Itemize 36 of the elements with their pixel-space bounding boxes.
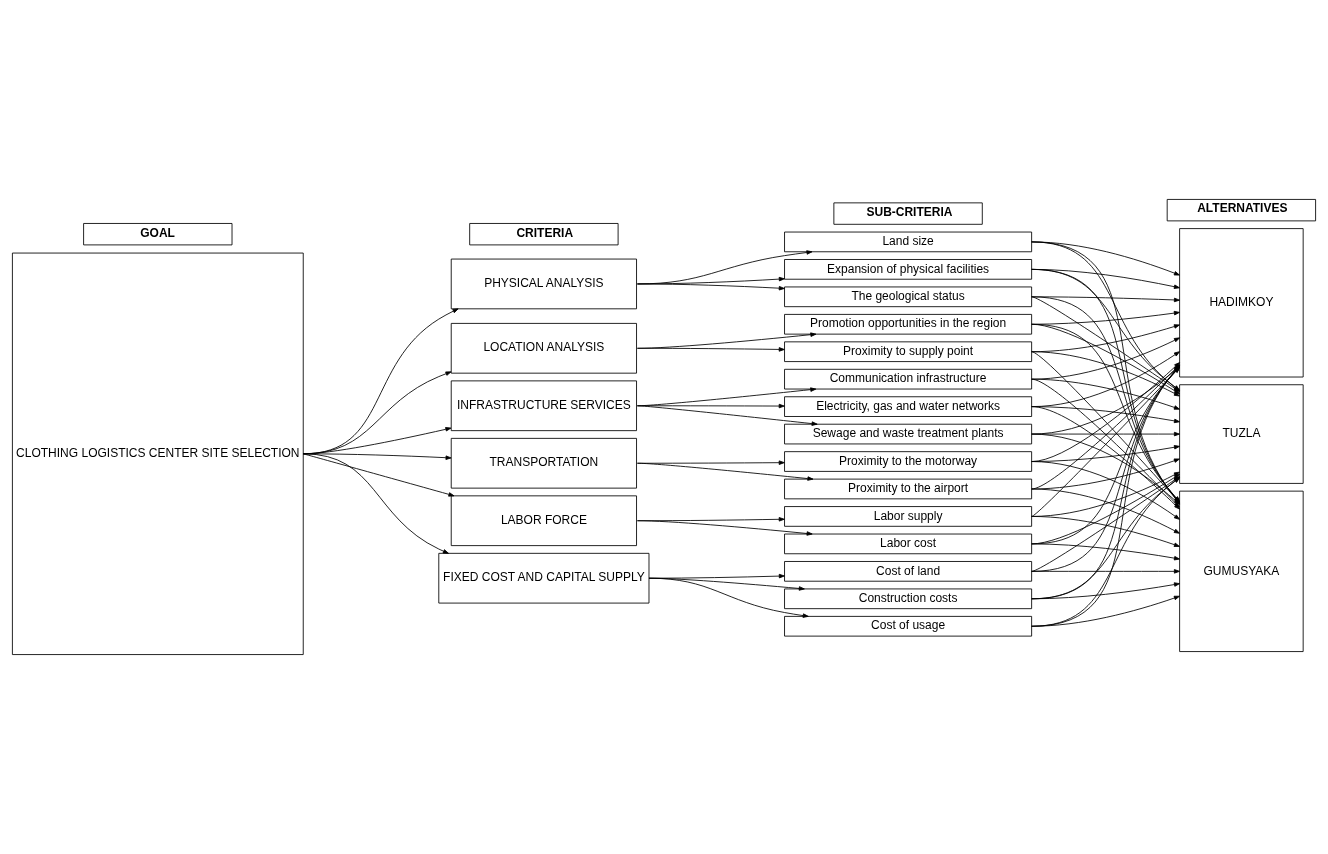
node-box: FIXED COST AND CAPITAL SUPPLY <box>438 552 650 604</box>
node-box: GOAL <box>83 223 233 246</box>
arrow <box>1031 431 1180 437</box>
node-box: GUMUSYAKA <box>1179 490 1304 652</box>
node-box: HADIMKOY <box>1179 228 1304 378</box>
node-box: ALTERNATIVES <box>1166 199 1317 222</box>
arrow <box>302 453 455 497</box>
node-box: SUB-CRITERIA <box>833 202 983 225</box>
node-box: Expansion of physical facilities <box>784 259 1033 280</box>
node-box: Labor supply <box>784 506 1033 527</box>
node-box: Electricity, gas and water networks <box>784 396 1033 417</box>
arrow <box>1031 595 1180 627</box>
node-box: PHYSICAL ANALYSIS <box>450 258 637 310</box>
node-box: TUZLA <box>1179 384 1304 484</box>
arrow <box>636 405 818 426</box>
arrow <box>1031 516 1180 547</box>
node-box: Cost of land <box>784 561 1033 582</box>
node-box: LOCATION ANALYSIS <box>450 322 637 374</box>
arrow <box>636 283 785 291</box>
node-box: Proximity to the motorway <box>784 451 1033 472</box>
arrow <box>636 347 785 352</box>
node-box: CRITERIA <box>469 223 619 246</box>
arrow <box>1031 569 1180 574</box>
node-box: The geological status <box>784 286 1033 308</box>
arrow <box>302 453 449 554</box>
node-box: CLOTHING LOGISTICS CENTER SITE SELECTION <box>11 252 304 655</box>
node-box: TRANSPORTATION <box>450 437 637 489</box>
arrow <box>636 332 817 349</box>
arrow <box>636 520 813 536</box>
arrow <box>1031 582 1180 600</box>
node-box: Proximity to supply point <box>784 341 1033 362</box>
arrow <box>1031 543 1180 561</box>
arrow <box>648 577 809 618</box>
arrow <box>636 462 814 481</box>
node-box: INFRASTRUCTURE SERVICES <box>450 380 637 432</box>
node-box: LABOR FORCE <box>450 495 637 547</box>
